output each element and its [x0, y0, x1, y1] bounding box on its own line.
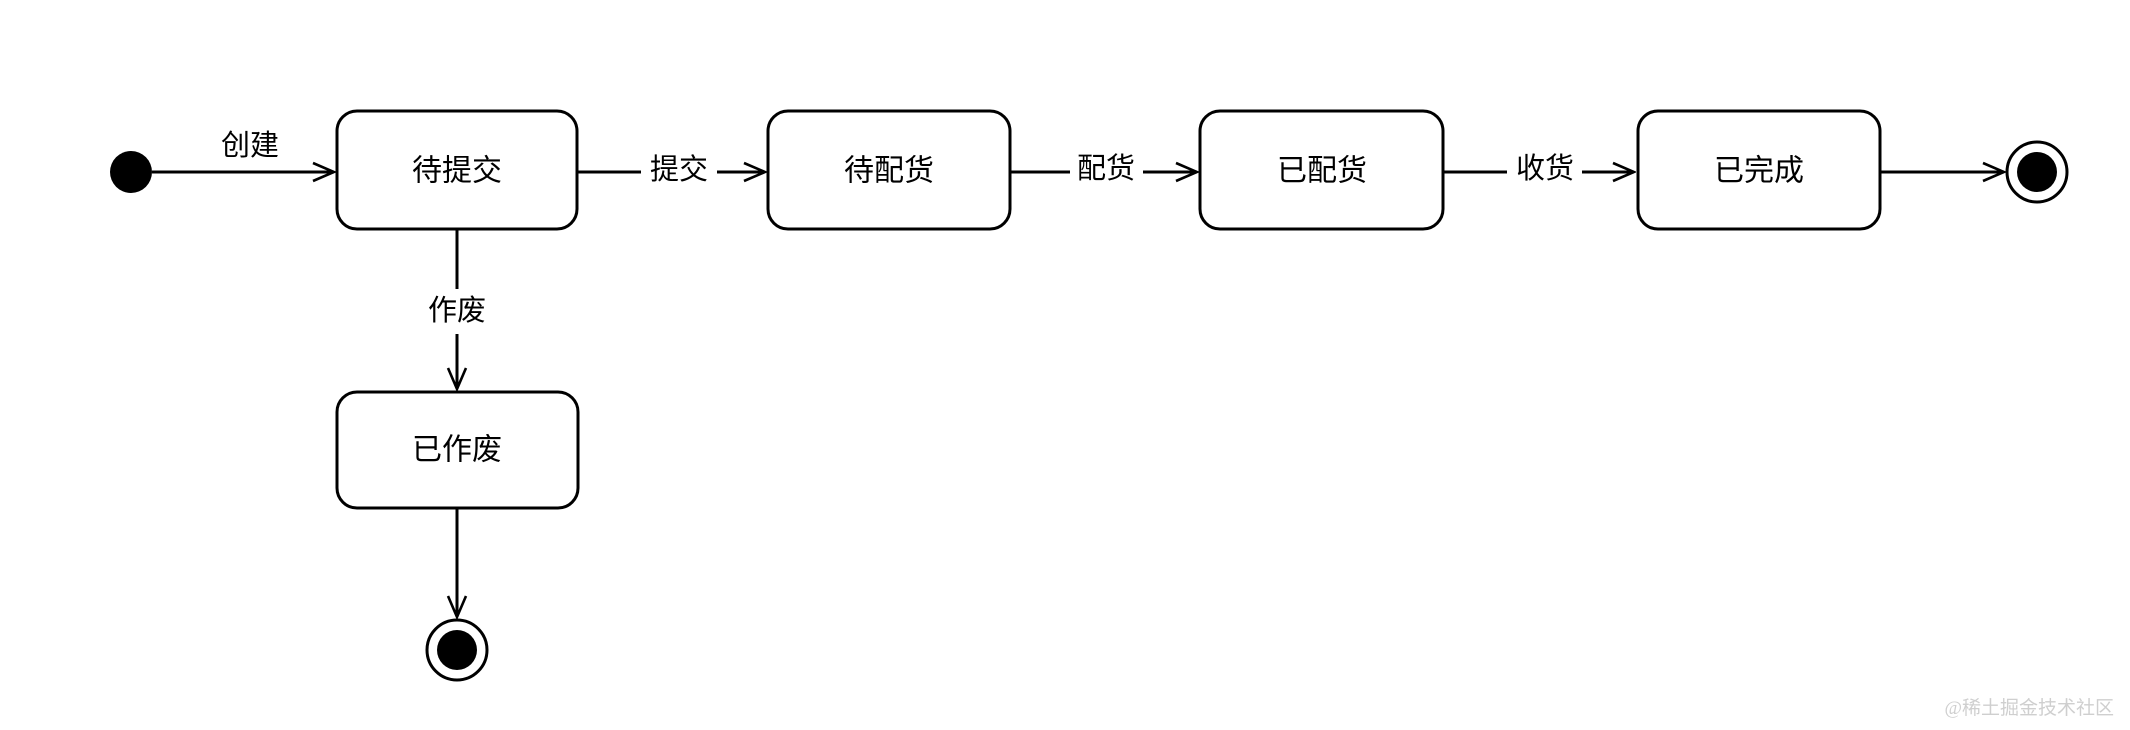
final-state-inner-dot	[437, 630, 477, 670]
state-picked: 已配货	[1198, 109, 1445, 231]
transition-label-void: 作废	[428, 294, 486, 327]
state-pending-submit: 待提交	[335, 109, 579, 231]
state-label-pending-pick: 待配货	[844, 155, 934, 188]
initial-state-icon	[110, 151, 152, 193]
state-completed: 已完成	[1636, 109, 1882, 231]
transition-receive: 收货	[1443, 152, 1634, 185]
state-pending-pick: 待配货	[766, 109, 1012, 231]
state-label-pending-submit: 待提交	[412, 155, 502, 188]
state-label-completed: 已完成	[1714, 155, 1804, 188]
state-box-completed	[1636, 109, 1882, 231]
final-state-icon-void	[425, 618, 489, 682]
transition-label-create: 创建	[221, 129, 279, 162]
state-label-picked: 已配货	[1277, 155, 1367, 188]
final-state-icon-main	[2005, 140, 2069, 204]
transition-create: 创建	[152, 129, 334, 172]
transition-void: 作废	[428, 229, 486, 389]
state-box-pending-pick	[766, 109, 1012, 231]
transition-label-receive: 收货	[1516, 152, 1574, 185]
state-box-picked	[1198, 109, 1445, 231]
transition-pick: 配货	[1010, 152, 1197, 185]
transition-label-submit: 提交	[650, 153, 708, 186]
transition-label-pick: 配货	[1077, 152, 1135, 185]
watermark: @稀土掘金技术社区	[1945, 697, 2115, 719]
state-label-voided: 已作废	[412, 434, 502, 467]
transition-submit: 提交	[577, 153, 765, 186]
final-state-inner-dot	[2017, 152, 2057, 192]
state-voided: 已作废	[335, 390, 580, 510]
